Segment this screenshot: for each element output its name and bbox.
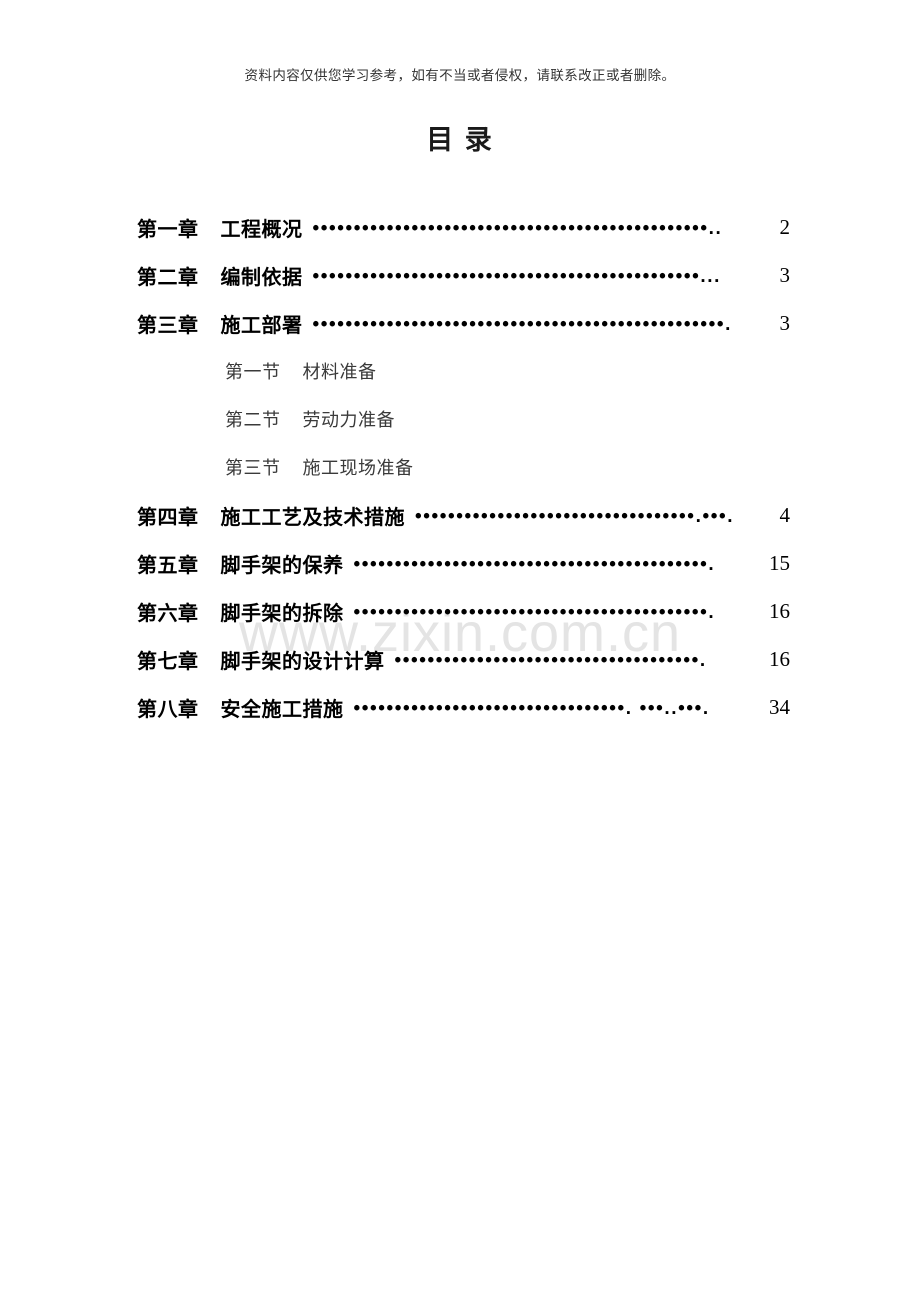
section-number: 第二节 — [225, 410, 281, 430]
page-number: 34 — [769, 694, 790, 719]
chapter-title: 编制依据 — [220, 266, 303, 289]
chapter-number: 第五章 — [137, 554, 199, 577]
toc-section-row[interactable]: 第一节 材料准备 — [0, 347, 920, 395]
section-title: 材料准备 — [302, 362, 377, 382]
chapter-number: 第四章 — [137, 506, 199, 529]
section-number: 第一节 — [225, 362, 281, 382]
toc-chapter-row[interactable]: 第七章脚手架的设计计算 •••••••••••••••••••••••••••••… — [0, 635, 920, 683]
dot-leader: ••••••••••••••••••••••••••••••••••••••••… — [353, 602, 716, 622]
page-number: 2 — [779, 214, 791, 239]
chapter-number: 第一章 — [137, 218, 199, 241]
chapter-title: 施工工艺及技术措施 — [220, 506, 405, 529]
chapter-title: 脚手架的保养 — [220, 554, 344, 577]
dot-leader: ••••••••••••••••••••••••••••••••••••••••… — [312, 314, 732, 334]
toc-section-row[interactable]: 第三节 施工现场准备 — [0, 443, 920, 491]
toc-chapter-row[interactable]: 第一章工程概况 •••••••••••••••••••••••••••••••••… — [0, 203, 920, 251]
dot-leader: ••••••••••••••••••••••••••••••••••••••••… — [353, 554, 716, 574]
watermark: www.zixin.com.cn — [238, 603, 682, 663]
page-title: 目 录 — [426, 125, 494, 155]
section-title: 施工现场准备 — [302, 458, 414, 478]
dot-leader: ••••••••••••••••••••••••••••••••••••••••… — [312, 218, 723, 238]
toc-chapter-row[interactable]: 第四章施工工艺及技术措施 ••••••••••••••••••••••••••••… — [0, 491, 920, 539]
chapter-number: 第三章 — [137, 314, 199, 337]
dot-leader: ••••••••••••••••••••••••••••••••••••••••… — [312, 266, 721, 286]
toc-chapter-row[interactable]: 第八章安全施工措施 •••••••••••••••••••••••••••••••… — [0, 683, 920, 731]
chapter-title: 施工部署 — [220, 314, 303, 337]
toc-chapter-row[interactable]: 第二章编制依据 •••••••••••••••••••••••••••••••••… — [0, 251, 920, 299]
chapter-title: 工程概况 — [220, 218, 303, 241]
table-of-contents: 第一章工程概况 •••••••••••••••••••••••••••••••••… — [0, 203, 920, 731]
dot-leader: •••••••••••••••••••••••••••••••••••••. — [394, 650, 707, 670]
chapter-number: 第八章 — [137, 698, 199, 721]
page-number: 16 — [769, 598, 790, 623]
chapter-title: 脚手架的设计计算 — [220, 650, 385, 673]
page-number: 16 — [769, 646, 790, 671]
page-number: 15 — [769, 550, 790, 575]
toc-chapter-row[interactable]: 第五章脚手架的保养 •••••••••••••••••••••••••••••••… — [0, 539, 920, 587]
toc-chapter-row[interactable]: 第三章施工部署 •••••••••••••••••••••••••••••••••… — [0, 299, 920, 347]
chapter-number: 第六章 — [137, 602, 199, 625]
chapter-title: 脚手架的拆除 — [220, 602, 344, 625]
dot-leader: ••••••••••••••••••••••••••••••••••.•••. — [415, 506, 735, 526]
chapter-title: 安全施工措施 — [220, 698, 344, 721]
toc-chapter-row[interactable]: 第六章脚手架的拆除 •••••••••••••••••••••••••••••••… — [0, 587, 920, 635]
page-number: 3 — [779, 262, 791, 287]
page-number: 3 — [779, 310, 791, 335]
section-number: 第三节 — [225, 458, 281, 478]
dot-leader: •••••••••••••••••••••••••••••••••. •••..… — [353, 698, 710, 718]
section-title: 劳动力准备 — [302, 410, 395, 430]
page-number: 4 — [779, 502, 791, 527]
disclaimer-text: 资料内容仅供您学习参考，如有不当或者侵权，请联系改正或者删除。 — [244, 68, 676, 83]
chapter-number: 第七章 — [137, 650, 199, 673]
toc-section-row[interactable]: 第二节 劳动力准备 — [0, 395, 920, 443]
chapter-number: 第二章 — [137, 266, 199, 289]
